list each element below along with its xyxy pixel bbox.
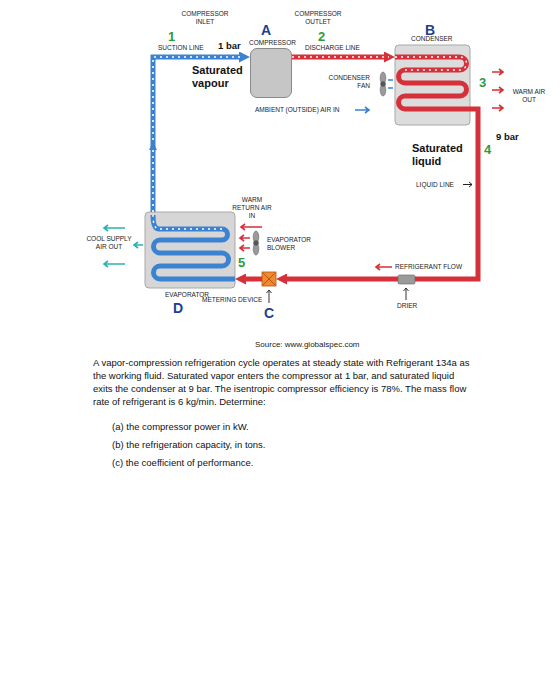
coil-dots [153,215,222,229]
refrigerant-line [292,57,395,58]
pressure-label: 9 bar [496,131,519,142]
line-stroke [282,109,478,279]
airflow-label: COOL SUPPLY AIR OUT [86,235,132,251]
airflow-label: WARM RETURN AIR IN [230,196,274,220]
line-name: SUCTION LINE [158,44,204,52]
callout-text: COMPRESSOR INLET [180,10,230,26]
airflow-label: AMBIENT (OUTSIDE) AIR IN [255,106,339,114]
callout-letter: A [261,22,271,39]
callout-number: 4 [484,142,491,158]
line-stroke [292,55,389,60]
condenser-fan [380,72,386,96]
airflow-label: WARM AIR OUT [512,88,546,104]
state-label: Saturated vapour [192,64,250,90]
question: (c) the coefficient of performance. [112,456,253,469]
arrow-head [153,57,250,212]
source-caption: Source: www.globalspec.com [255,340,360,350]
callout-number: 2 [318,29,325,45]
flow-arrow [376,264,392,270]
evaporator-coil [153,215,235,279]
arrow-head [292,57,395,58]
part-name: METERING DEVICE [202,296,262,304]
metering-device: METERING DEVICEC [262,272,276,286]
part-name: CONDENSER [411,35,453,43]
callout-number: 3 [479,75,486,91]
evaporator-blower [253,231,259,255]
flow-arrow [149,142,157,150]
part-name: EVAPORATOR [165,291,209,299]
line-name: LIQUID LINE [416,181,454,189]
condenser-box: BCONDENSER [395,45,470,125]
line-stroke [241,277,262,282]
compressor-box: ACOMPRESSOR [250,48,292,98]
flow-arrow [463,182,472,187]
condenser-housing [395,45,470,125]
coil-dots [395,57,467,70]
evaporator-box: EVAPORATORD [145,212,235,288]
state-label: Saturated liquid [412,142,468,168]
refrigerant-line [153,57,250,212]
pointer-arrows [267,288,409,303]
part-name: EVAPORATOR BLOWER [267,236,315,252]
part-name: CONDENSER FAN [318,74,370,90]
callout-letter: C [264,305,274,322]
callout-number: 1 [168,29,175,45]
evaporator-housing [145,212,235,288]
question: (b) the refrigeration capacity, in tons. [112,438,265,451]
line-name: DISCHARGE LINE [305,44,360,52]
arrow-head [235,279,262,280]
question: (a) the compressor power in kW. [112,420,249,433]
problem-text: A vapor-compression refrigeration cycle … [93,356,473,408]
condenser-coil [395,57,470,109]
metering-device-symbol [262,272,276,286]
refrigerant-line [276,109,478,279]
part-name: COMPRESSOR [249,39,296,47]
refrigerant-line [235,279,262,280]
arrow-head [276,109,478,279]
callout-text: COMPRESSOR OUTLET [292,10,344,26]
callout-letter: D [173,300,183,317]
drier-symbol [398,275,415,284]
callout-number: 5 [238,255,245,271]
flow-label: REFRIGERANT FLOW [395,263,462,271]
vapour-dots [292,56,389,58]
pressure-label: 1 bar [218,40,241,51]
air-arrows [104,69,503,267]
part-name: DRIER [397,302,417,310]
